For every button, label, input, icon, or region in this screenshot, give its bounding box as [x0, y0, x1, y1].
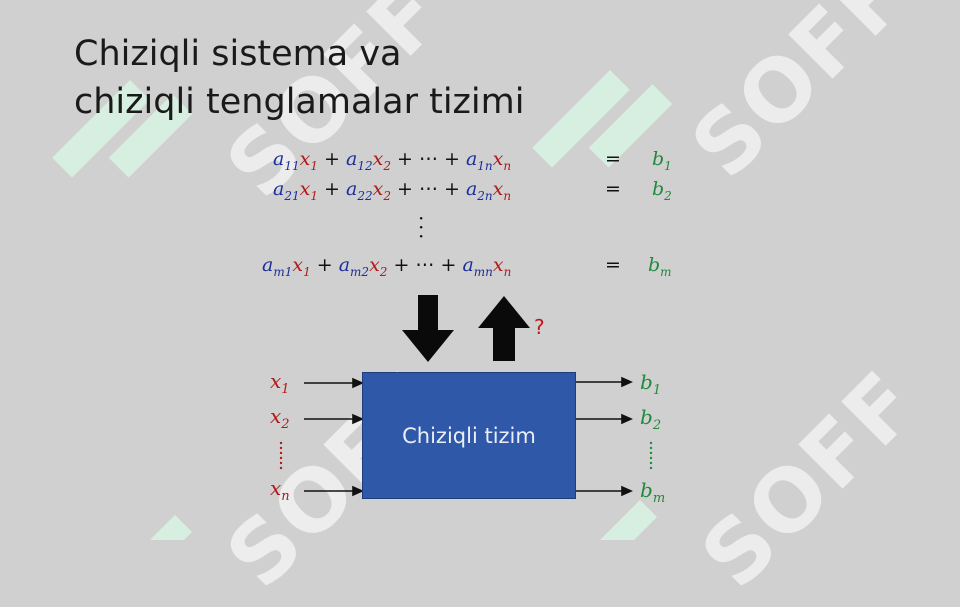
arrow-head-icon — [352, 413, 364, 425]
output-b1: b1 — [640, 370, 662, 398]
equation-row-1: a11x1 + a12x2 + ⋯ + a1nxn — [273, 148, 512, 173]
equals-sign: = — [605, 148, 621, 170]
output-dots — [649, 441, 653, 470]
system-label: Chiziqli tizim — [402, 423, 536, 448]
output-bm: bm — [640, 478, 666, 506]
vertical-dots: ··· — [418, 206, 425, 248]
arrow-head-icon — [621, 413, 633, 425]
rhs-1: b1 — [652, 148, 672, 173]
down-arrow-icon — [402, 295, 454, 362]
slide-title: Chiziqli sistema va chiziqli tenglamalar… — [74, 30, 524, 126]
input-x2: x2 — [270, 404, 290, 432]
arrow-head-icon — [621, 485, 633, 497]
equation-row-2: a21x1 + a22x2 + ⋯ + a2nxn — [273, 178, 512, 203]
equation-row-m: am1x1 + am2x2 + ⋯ + amnxn — [262, 254, 512, 279]
input-x1: x1 — [270, 369, 290, 397]
output-b2: b2 — [640, 405, 662, 433]
title-line-1: Chiziqli sistema va — [74, 34, 402, 74]
up-arrow-icon — [478, 296, 530, 361]
arrow-head-icon — [352, 377, 364, 389]
title-line-2: chiziqli tenglamalar tizimi — [74, 82, 525, 122]
arrow-head-icon — [352, 485, 364, 497]
equals-sign: = — [605, 178, 621, 200]
arrows-layer — [279, 295, 653, 497]
linear-system-box: Chiziqli tizim — [362, 372, 576, 499]
equals-sign: = — [605, 254, 621, 276]
rhs-m: bm — [648, 254, 672, 279]
input-xn: xn — [270, 476, 290, 504]
arrow-head-icon — [621, 376, 633, 388]
rhs-2: b2 — [652, 178, 672, 203]
input-dots — [279, 441, 283, 470]
question-mark: ? — [534, 315, 545, 339]
